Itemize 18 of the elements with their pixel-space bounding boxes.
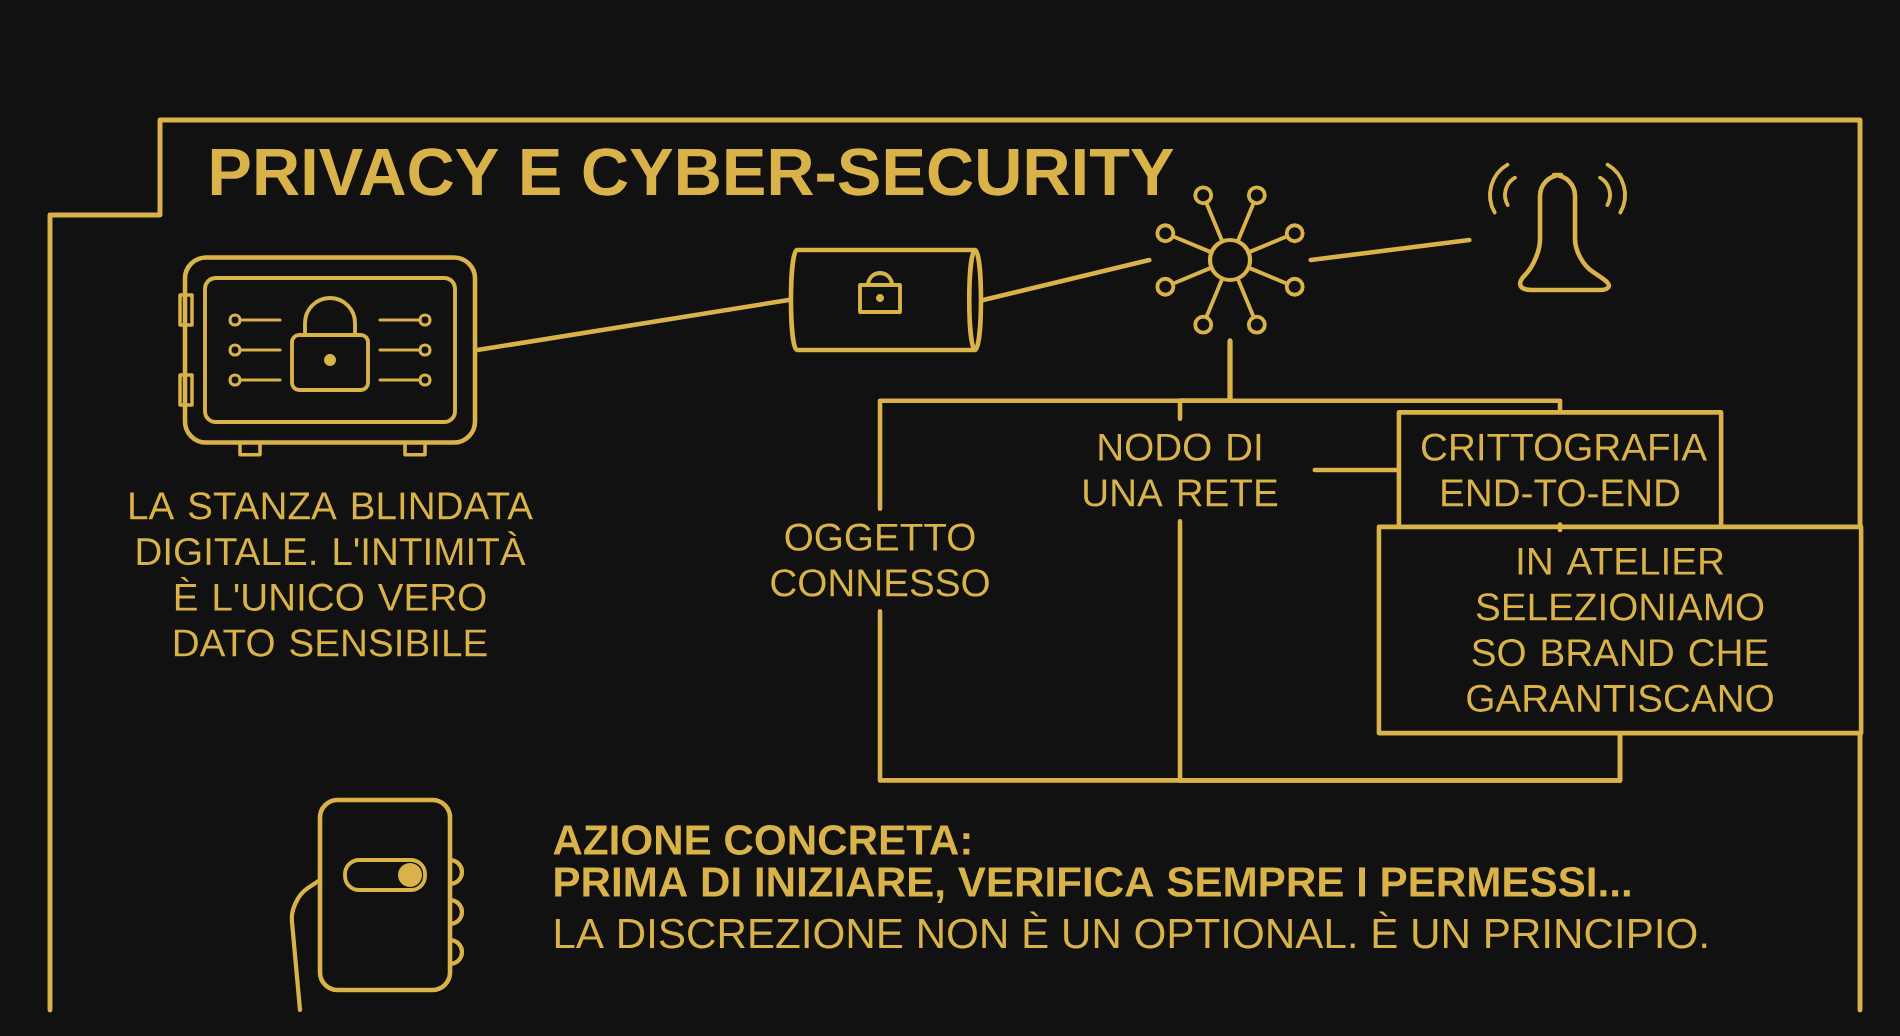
connector-line	[980, 257, 1152, 303]
connector-line	[1227, 338, 1563, 413]
node-label: LA STANZA BLINDATA DIGITALE. L'INTIMITÀ È L'UNICO VERO DATO SENSIBILE	[130, 492, 533, 657]
node-label: NODO DI UNA RETE	[1084, 433, 1278, 507]
note-text: LA DISCREZIONE NON È UN OPTIONAL. È UN PRINCIPIO.	[555, 911, 1707, 949]
title: PRIVACY E CYBER-SECURITY	[211, 148, 1174, 196]
cylinder-lock-icon	[788, 247, 984, 353]
connector-line	[475, 297, 791, 353]
connector-line	[1312, 467, 1399, 473]
note-text: AZIONE CONCRETA:	[553, 825, 970, 855]
text-box: CRITTOGRAFIA END-TO-END	[1396, 410, 1724, 530]
connector-line	[1308, 237, 1472, 263]
safe-drawing	[178, 255, 478, 457]
node-label: OGGETTO CONNESSO	[771, 523, 989, 597]
device-icon	[1517, 172, 1612, 293]
connector-line	[1557, 522, 1563, 533]
note-text: PRIMA DI INIZIARE, VERIFICA SEMPRE I PERMESSI...	[555, 867, 1630, 903]
connector-line	[1177, 519, 1623, 783]
